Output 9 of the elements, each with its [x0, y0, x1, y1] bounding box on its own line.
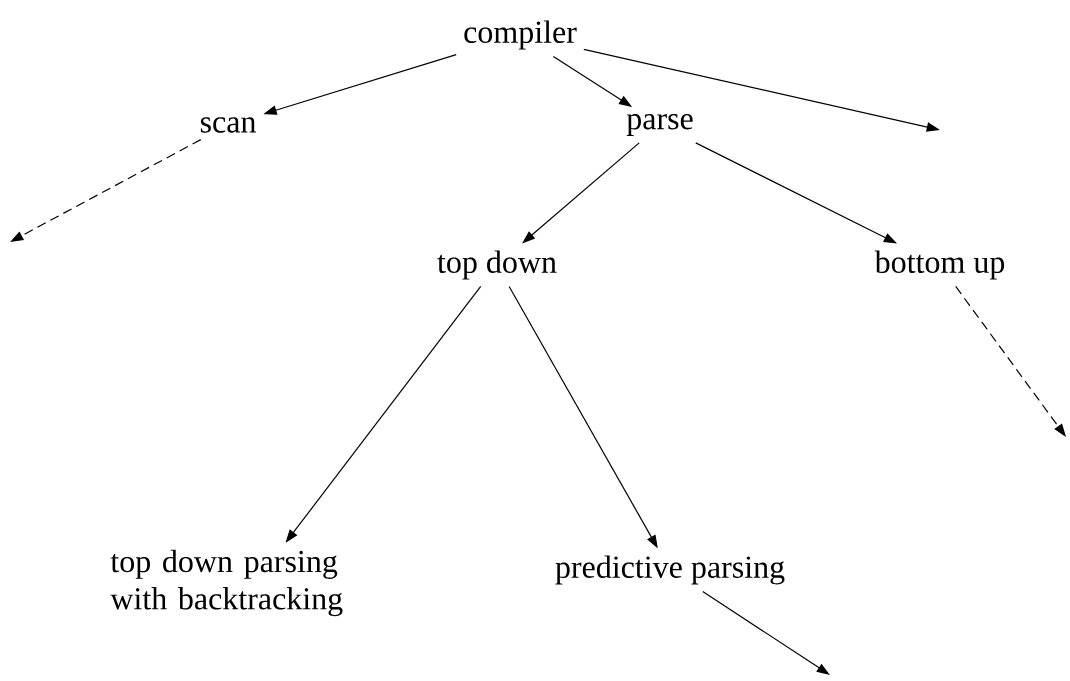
node-label: top down parsing with backtracking: [110, 549, 343, 617]
node-label: predictive parsing: [555, 555, 785, 585]
node-label: scan: [200, 117, 256, 133]
arrow: [702, 590, 830, 675]
node-label: parse: [626, 114, 693, 136]
node-label: compiler: [464, 20, 577, 50]
node-label: bottom up: [874, 250, 1005, 280]
node-label: top down: [437, 250, 557, 280]
arrow: [955, 285, 1066, 437]
